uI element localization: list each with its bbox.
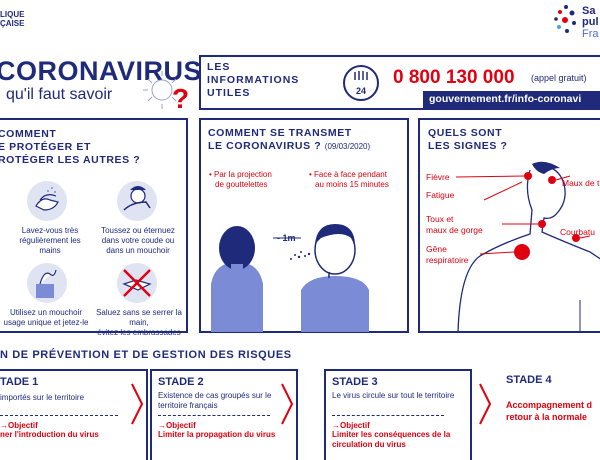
stage-2-title: STADE 2 bbox=[158, 376, 204, 388]
stage-2-desc-line-2: territoire français bbox=[158, 401, 218, 410]
info-heading-line-3: UTILES bbox=[207, 87, 251, 99]
sign-cough-line-1: Toux et bbox=[426, 214, 454, 224]
badge-number: 24 bbox=[356, 86, 366, 96]
stage-4-title: STADE 4 bbox=[506, 374, 552, 386]
stage-2-card: STADE 2 Existence de cas groupés sur le … bbox=[150, 369, 298, 460]
spf-logo: Sa pul Fra bbox=[552, 4, 600, 44]
transmit-box: COMMENT SE TRANSMET LE CORONAVIRUS ? (09… bbox=[199, 118, 409, 333]
spf-logo-line-3: Fra bbox=[582, 28, 599, 40]
distance-label: - 1m bbox=[277, 233, 296, 243]
tip-1-line-2: régulièrement les mains bbox=[19, 236, 81, 255]
protect-heading-line-3: ROTÉGER LES AUTRES ? bbox=[0, 154, 141, 166]
tip-2-line-2: dans votre coude ou bbox=[101, 236, 175, 245]
government-logo: LIQUE ÇAISE bbox=[0, 10, 60, 28]
tip-4-line-1: Saluez sans se serrer la main, bbox=[96, 308, 182, 327]
protect-heading-line-2: E PROTÉGER ET bbox=[0, 141, 91, 153]
protect-heading-line-1: COMMENT bbox=[0, 128, 57, 140]
virus-icon: ? bbox=[143, 71, 189, 114]
spf-logo-line-2: pul bbox=[582, 16, 599, 28]
wash-hands-icon bbox=[27, 181, 67, 221]
stage-3-objective-label: Objectif bbox=[340, 421, 370, 430]
page-title: CORONAVIRUS bbox=[0, 56, 203, 86]
no-handshake-icon bbox=[117, 263, 157, 303]
signs-heading-line-1: QUELS SONT bbox=[428, 127, 503, 139]
stage-1-objective-label: Objectif bbox=[8, 421, 38, 430]
transmit-bullet-1-line-2: de gouttelettes bbox=[215, 180, 268, 189]
chevron-right-icon bbox=[281, 383, 294, 425]
svg-text:?: ? bbox=[172, 83, 189, 114]
tip-3-line-2: usage unique et jetez-le bbox=[3, 318, 89, 327]
transmit-heading-line-1: COMMENT SE TRANSMET bbox=[208, 127, 352, 139]
transmit-bullet-1-line-1: • Par la projection bbox=[209, 170, 272, 179]
tip-4-line-2: évitez les embrassades bbox=[97, 328, 181, 337]
stage-1-desc-line-1: importés sur le territoire bbox=[0, 393, 85, 402]
sign-headache: Maux de t bbox=[562, 178, 600, 188]
stage-2-desc-line-1: Existence de cas groupés sur le bbox=[158, 391, 272, 400]
stage-2-objective-label: Objectif bbox=[166, 421, 196, 430]
stage-3-objective-line-2: circulation du virus bbox=[332, 440, 406, 449]
stage-2-objective-line-1: Limiter la propagation du virus bbox=[158, 430, 276, 439]
info-heading-line-2: INFORMATIONS bbox=[207, 74, 300, 86]
gov-logo-line-2: ÇAISE bbox=[0, 19, 25, 28]
chevron-right-icon bbox=[479, 383, 492, 425]
plan-heading: N DE PRÉVENTION ET DE GESTION DES RISQUE… bbox=[0, 349, 292, 361]
transmit-heading-line-2: LE CORONAVIRUS ? bbox=[208, 140, 322, 152]
24h-clock-icon: 24 bbox=[343, 65, 379, 101]
stage-3-card: STADE 3 Le virus circule sur tout le ter… bbox=[324, 369, 472, 460]
tip-2-line-3: dans un mouchoir bbox=[106, 246, 170, 255]
info-url[interactable]: gouvernement.fr/info-coronavi bbox=[429, 93, 582, 105]
gov-logo-line-1: LIQUE bbox=[0, 10, 25, 19]
sign-breath-line-1: Gêne bbox=[426, 244, 447, 254]
tissue-icon bbox=[27, 263, 67, 303]
tip-3-line-1: Utilisez un mouchoir bbox=[9, 308, 83, 317]
transmit-bullet-2-line-2: au moins 15 minutes bbox=[315, 180, 389, 189]
stage-4-card: STADE 4 Accompagnement d retour à la nor… bbox=[498, 369, 600, 460]
phone-number[interactable]: 0 800 130 000 bbox=[393, 67, 515, 88]
sign-cough-line-2: maux de gorge bbox=[426, 225, 483, 235]
phone-note: (appel gratuit) bbox=[531, 73, 587, 83]
stage-1-objective-line-1: ner l'introduction du virus bbox=[0, 430, 99, 439]
transmit-bullet-2-line-1: • Face à face pendant bbox=[309, 170, 387, 179]
info-heading-line-1: LES bbox=[207, 61, 231, 73]
sign-fatigue: Fatigue bbox=[426, 190, 455, 200]
sneeze-elbow-icon bbox=[117, 181, 157, 221]
signs-box: QUELS SONT LES SIGNES ? Fièvre Maux de t… bbox=[418, 118, 600, 333]
two-people-illustration bbox=[211, 224, 369, 332]
stage-4-objective-line-1: Accompagnement d bbox=[506, 400, 593, 410]
info-box: LES INFORMATIONS UTILES 24 0 800 130 000… bbox=[199, 55, 600, 110]
spf-logo-line-1: Sa bbox=[582, 5, 596, 17]
tip-2-line-1: Toussez ou éternuez bbox=[101, 226, 175, 235]
body-outline-illustration bbox=[455, 161, 600, 332]
info-url-bar[interactable]: gouvernement.fr/info-coronavi bbox=[423, 91, 600, 108]
stage-3-objective-line-1: Limiter les conséquences de la bbox=[332, 430, 451, 439]
sign-aches: Courbatu bbox=[560, 227, 595, 237]
stage-1-card: TADE 1 importés sur le territoire →Objec… bbox=[0, 369, 148, 460]
sign-breath-line-2: respiratoire bbox=[426, 255, 469, 265]
stage-3-title: STADE 3 bbox=[332, 376, 378, 388]
page-subtitle: qu'il faut savoir bbox=[6, 86, 113, 103]
spf-dots-icon bbox=[554, 5, 576, 33]
sign-fever: Fièvre bbox=[426, 172, 450, 182]
signs-heading-line-2: LES SIGNES ? bbox=[428, 140, 508, 152]
transmit-date: (09/03/2020) bbox=[324, 142, 371, 151]
chevron-right-icon bbox=[131, 383, 144, 425]
stage-3-desc-line-1: Le virus circule sur tout le territoire bbox=[332, 391, 455, 400]
stage-1-title: TADE 1 bbox=[0, 376, 39, 388]
tip-1-line-1: Lavez-vous très bbox=[21, 226, 79, 235]
stage-4-objective-line-2: retour à la normale bbox=[506, 412, 588, 422]
protect-box: COMMENT E PROTÉGER ET ROTÉGER LES AUTRES… bbox=[0, 118, 188, 337]
